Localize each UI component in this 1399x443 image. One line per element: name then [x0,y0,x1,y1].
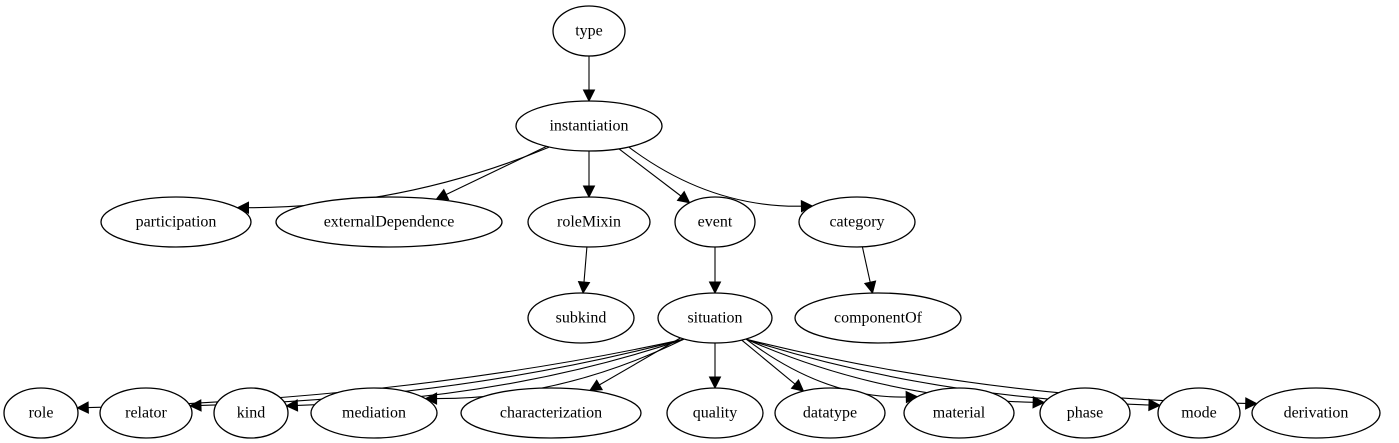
node-participation: participation [100,196,252,248]
arrowhead-icon [863,280,877,295]
node-material: material [903,387,1015,439]
edge-event-to-situation [708,247,722,295]
node-label: derivation [1284,405,1349,422]
node-label: participation [136,214,217,231]
arrowhead-icon [588,379,604,392]
node-quality: quality [666,387,764,439]
edge-line [861,246,871,283]
edge-line [741,339,796,385]
node-label: situation [687,310,742,327]
node-label: subkind [556,310,607,327]
node-label: kind [237,405,265,422]
node-kind: kind [213,387,289,439]
node-label: characterization [500,405,602,422]
node-label: datatype [803,405,857,422]
node-derivation: derivation [1251,387,1381,439]
arrowhead-icon [790,378,805,392]
edge-situation-to-datatype [741,339,805,392]
edge-line [248,146,550,209]
node-label: relator [125,405,167,422]
arrowhead-icon [676,190,691,204]
node-relator: relator [99,387,193,439]
arrowhead-icon [424,392,438,405]
arrowhead-icon [1148,398,1162,412]
node-mediation: mediation [310,387,438,439]
node-situation: situation [657,292,773,344]
node-label: componentOf [834,310,923,327]
node-label: event [698,214,733,231]
edge-line [618,148,682,197]
node-characterization: characterization [460,387,642,439]
node-type: type [552,5,626,57]
node-phase: phase [1039,387,1131,439]
node-category: category [798,196,916,248]
edge-line [628,146,802,207]
node-datatype: datatype [774,387,886,439]
node-label: instantiation [549,118,628,135]
edge-roleMixin-to-subkind [577,246,591,295]
edge-line [445,145,547,195]
node-label: roleMixin [557,214,621,231]
node-externalDependence: externalDependence [275,196,503,248]
node-label: category [829,214,884,231]
arrowhead-icon [188,399,202,412]
node-label: externalDependence [324,214,455,231]
edge-line [746,338,907,398]
node-label: phase [1067,405,1103,422]
node-role: role [3,387,79,439]
node-roleMixin: roleMixin [527,196,651,248]
edge-situation-to-characterization [588,337,681,392]
edge-line [599,337,681,386]
arrowhead-icon [582,89,596,103]
edge-line [583,246,588,283]
arrowhead-icon [577,281,591,295]
node-event: event [674,196,756,248]
arrowhead-icon [708,376,722,390]
arrowhead-icon [435,188,450,201]
node-label: quality [693,405,737,422]
node-label: mediation [342,405,406,422]
edge-situation-to-mediation [424,338,684,405]
edge-instantiation-to-externalDependence [435,145,547,201]
arrowhead-icon [708,281,722,295]
node-subkind: subkind [527,292,635,344]
arrowhead-icon [285,399,299,412]
arrowhead-icon [1032,395,1046,409]
edge-category-to-componentOf [861,246,877,295]
node-label: role [29,405,54,422]
node-label: mode [1181,405,1217,422]
edge-instantiation-to-roleMixin [582,151,596,199]
arrowhead-icon [76,401,89,414]
edge-situation-to-quality [708,343,722,390]
node-componentOf: componentOf [794,292,962,344]
edge-instantiation-to-event [618,148,691,204]
node-instantiation: instantiation [515,100,663,152]
arrowhead-icon [582,185,596,199]
arrowhead-icon [1245,397,1258,410]
node-mode: mode [1157,387,1241,439]
edge-type-to-instantiation [582,56,596,103]
node-label: material [933,405,986,422]
graph-edges [76,56,1258,414]
edge-line [436,338,684,400]
node-label: type [575,23,603,40]
